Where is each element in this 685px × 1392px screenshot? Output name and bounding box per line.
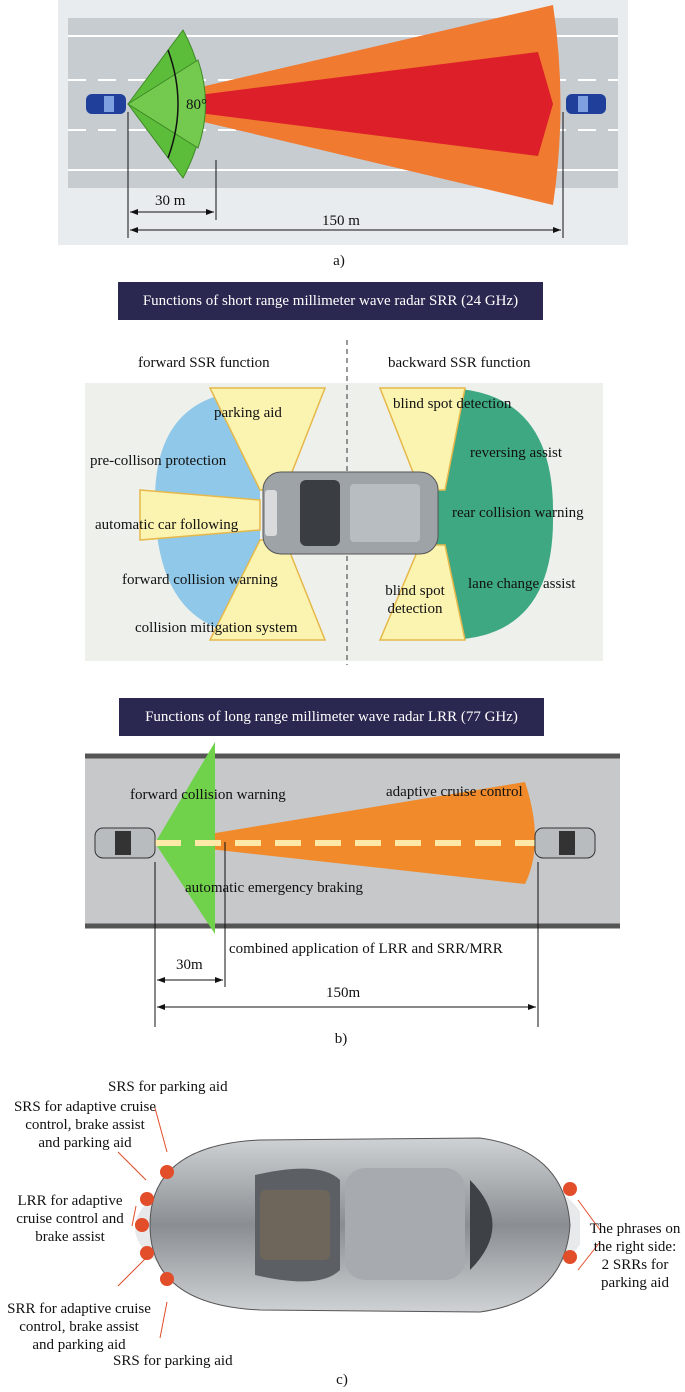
angle-label: 80° [186, 97, 207, 113]
dim-short-b: 30m [176, 957, 203, 973]
panel-a [58, 0, 628, 245]
sensor-dot [563, 1250, 577, 1264]
label-lrr-combined: combined application of LRR and SRR/MRR [229, 941, 503, 957]
sensor-dot [563, 1182, 577, 1196]
srr-banner: Functions of short range millimeter wave… [118, 282, 543, 320]
sensor-dot [140, 1246, 154, 1260]
label-srr-acc-bottom: SRR for adaptive cruise control, brake a… [7, 1301, 151, 1353]
label-rear-collision: rear collision warning [452, 505, 584, 521]
panel-a-diagram [58, 0, 628, 245]
forward-title: forward SSR function [138, 355, 270, 371]
car-top-view [120, 1120, 585, 1330]
srr-diagram-svg [85, 340, 603, 665]
dim-short-a: 30 m [155, 193, 186, 209]
label-pre-collision: pre-collison protection [90, 453, 227, 469]
label-srs-parking-bottom: SRS for parking aid [113, 1353, 233, 1369]
sensor-dot [160, 1272, 174, 1286]
sensor-dot [140, 1192, 154, 1206]
lrr-banner: Functions of long range millimeter wave … [119, 698, 544, 736]
label-lrr-acc: adaptive cruise control [386, 784, 523, 800]
lrr-narrow-beam [128, 52, 553, 156]
car-top-view-svg [135, 1137, 585, 1313]
label-lane-change: lane change assist [468, 576, 576, 592]
backward-title: backward SSR function [388, 355, 531, 371]
label-lrr-aeb: automatic emergency braking [185, 880, 363, 896]
label-right-side: The phrases on the right side: 2 SRRs fo… [589, 1221, 681, 1291]
caption-c: c) [336, 1372, 348, 1388]
caption-b: b) [334, 1031, 348, 1047]
lrr-diagram [85, 742, 620, 1032]
label-blind-spot-bottom: blind spot detection [385, 583, 445, 617]
srr-diagram [85, 340, 603, 665]
label-lrr: LRR for adaptive cruise control and brak… [16, 1193, 124, 1245]
dim-long-a: 150 m [322, 213, 360, 229]
sensor-dot [135, 1218, 149, 1232]
label-srs-parking-top: SRS for parking aid [108, 1079, 228, 1095]
lrr-diagram-svg [85, 742, 620, 1027]
label-parking-aid: parking aid [214, 405, 282, 421]
label-reversing: reversing assist [470, 445, 563, 461]
dim-long-b: 150m [326, 985, 361, 1001]
label-car-following: automatic car following [95, 517, 239, 533]
leader-lines [117, 1107, 601, 1339]
label-forward-collision: forward collision warning [122, 572, 278, 588]
label-blind-spot-top: blind spot detection [393, 396, 512, 412]
label-srs-acc-top: SRS for adaptive cruise control, brake a… [13, 1099, 157, 1151]
label-lrr-forward-collision: forward collision warning [130, 787, 286, 803]
caption-a: a) [333, 253, 345, 269]
label-mitigation: collision mitigation system [135, 620, 298, 636]
sensor-dot [160, 1165, 174, 1179]
